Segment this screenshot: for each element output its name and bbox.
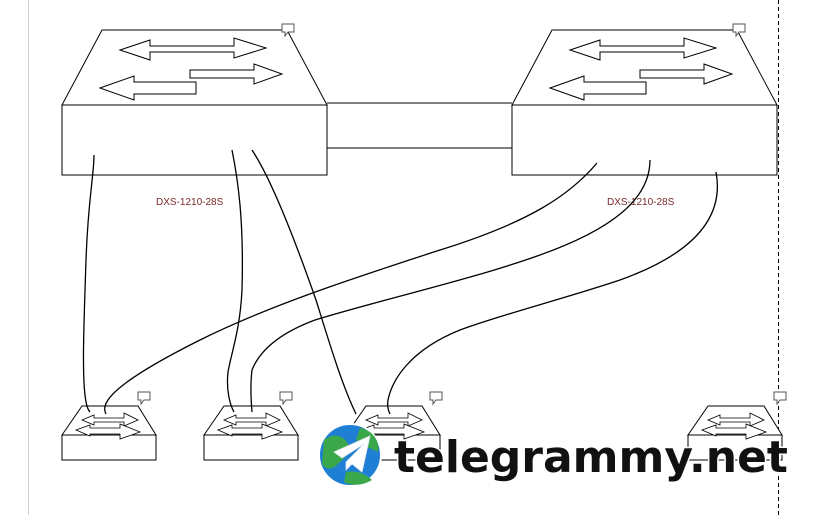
switch-left[interactable]	[61, 23, 328, 176]
switch-right-label: DXS-1210-28S	[607, 197, 675, 208]
comment-icon[interactable]	[279, 391, 293, 405]
telegram-globe-icon	[318, 423, 382, 487]
comment-icon[interactable]	[137, 391, 151, 405]
access-switch-3[interactable]	[345, 391, 443, 461]
switch-arrows-icon	[74, 412, 142, 440]
cables	[82, 149, 718, 415]
cable-left-2	[226, 149, 244, 413]
access-switch-4[interactable]	[687, 391, 787, 461]
switch-left-label: DXS-1210-28S	[156, 197, 224, 208]
cable-right-2	[250, 159, 651, 413]
comment-icon[interactable]	[429, 391, 443, 405]
switch-arrows-icon	[216, 412, 284, 440]
switch-arrows-icon	[98, 37, 284, 101]
cable-right-1	[104, 162, 598, 415]
cable-left-3	[251, 149, 357, 415]
access-switch-1[interactable]	[61, 391, 157, 461]
switch-arrows-icon	[700, 412, 768, 440]
switch-arrows-icon	[548, 37, 734, 101]
cable-right-3	[386, 171, 718, 415]
access-switch-2[interactable]	[203, 391, 299, 461]
comment-icon[interactable]	[773, 391, 787, 405]
switch-right[interactable]	[511, 23, 778, 176]
cable-left-1	[82, 154, 95, 413]
watermark: telegrammy.net	[318, 423, 789, 487]
watermark-text: telegrammy.net	[394, 432, 788, 483]
